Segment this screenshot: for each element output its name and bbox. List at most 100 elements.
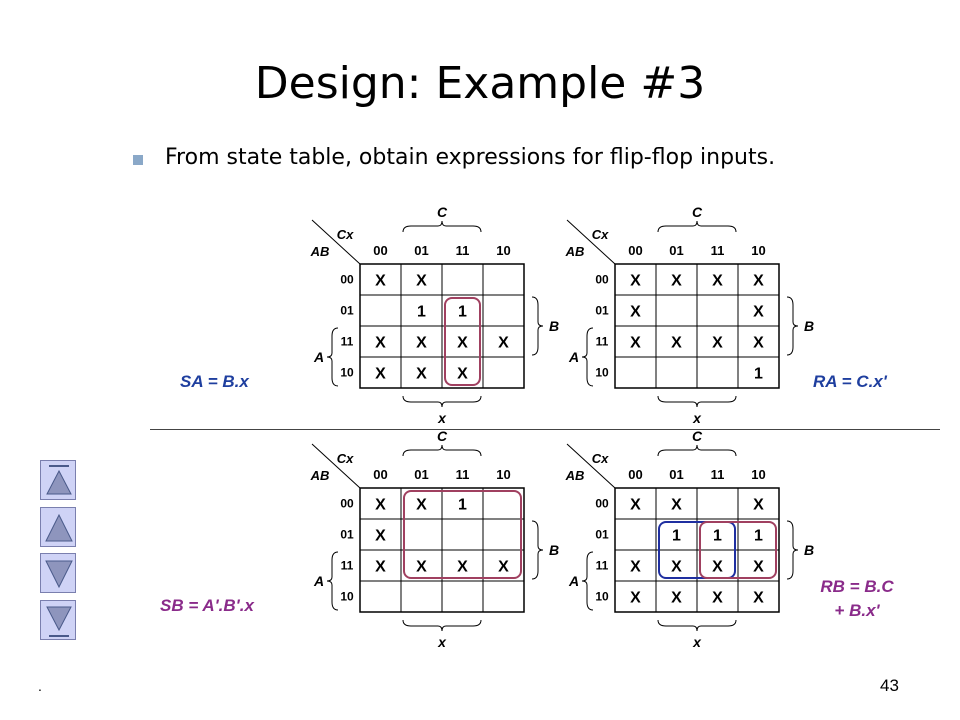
- kmap-col-header: 10: [751, 467, 765, 482]
- kmap-row-var-label: AB: [565, 468, 585, 483]
- kmap-group-outline: [658, 521, 736, 579]
- kmap-a-brace: [581, 551, 594, 611]
- kmap-row-header: 11: [596, 335, 609, 349]
- kmap-corner-diagonal: [311, 443, 361, 489]
- kmap-c-brace: [657, 444, 737, 457]
- kmap-a-brace: [326, 551, 339, 611]
- kmap-a-label: A: [313, 349, 324, 365]
- kmap-cell-value: X: [630, 335, 641, 352]
- page-number: 43: [880, 676, 899, 695]
- kmap-row-var-label: AB: [565, 244, 585, 259]
- kmap-row-header: 10: [340, 590, 354, 604]
- bullet-text: From state table, obtain expressions for…: [165, 145, 776, 170]
- first-slide-button[interactable]: [40, 460, 76, 500]
- kmap-b-brace: [786, 520, 799, 580]
- kmap-b-label: B: [804, 318, 814, 334]
- kmap-border: [359, 263, 525, 389]
- previous-slide-icon: [45, 513, 73, 542]
- kmap-row-header: 11: [341, 335, 354, 349]
- kmap-cell-value: X: [671, 590, 682, 607]
- kmap-c-brace: [657, 220, 737, 233]
- kmap-corner-diagonal: [311, 219, 361, 265]
- kmap-cell-value: X: [712, 590, 723, 607]
- kmap-cell-value: 1: [713, 528, 722, 545]
- equation-ra: RA = C.x': [813, 372, 887, 391]
- kmap-cell-value: X: [457, 559, 468, 576]
- kmap-row-header: 01: [595, 528, 609, 542]
- kmap-cell-value: X: [712, 559, 723, 576]
- last-slide-button[interactable]: [40, 600, 76, 640]
- kmap-row-header: 00: [595, 497, 609, 511]
- kmap-c-brace: [402, 220, 482, 233]
- kmap-group-outline: [444, 297, 481, 386]
- kmap-col-header: 11: [711, 243, 725, 258]
- kmap-col-header: 10: [751, 243, 765, 258]
- kmap-c-brace: [402, 444, 482, 457]
- kmap-x-label: x: [437, 634, 447, 650]
- kmap-b-label: B: [804, 542, 814, 558]
- kmap-cell-value: X: [416, 559, 427, 576]
- kmap-cell-value: X: [457, 366, 468, 383]
- kmap-cell-value: X: [671, 273, 682, 290]
- kmap-cell-value: X: [375, 497, 386, 514]
- kmap-cell-value: 1: [417, 304, 426, 321]
- previous-slide-button[interactable]: [40, 507, 76, 547]
- kmap-x-label: x: [692, 634, 702, 650]
- kmap-cell-value: X: [753, 335, 764, 352]
- kmap-col-header: 01: [414, 243, 428, 258]
- kmap-a-label: A: [313, 573, 324, 589]
- next-slide-button[interactable]: [40, 553, 76, 593]
- equation-sa: SA = B.x: [180, 372, 249, 391]
- kmap-border: [359, 487, 525, 613]
- kmap-cell-value: 1: [458, 304, 467, 321]
- kmap-cell-value: X: [498, 559, 509, 576]
- kmap-cell-value: X: [671, 335, 682, 352]
- kmap-col-header: 11: [456, 467, 470, 482]
- kmap-cell-value: X: [630, 590, 641, 607]
- kmap-row-header: 11: [341, 559, 354, 573]
- kmap-row-header: 01: [340, 304, 354, 318]
- kmap-cell-value: X: [712, 335, 723, 352]
- kmap-col-header: 00: [373, 243, 387, 258]
- kmap-border: [614, 263, 780, 389]
- kmap-row-header: 10: [595, 590, 609, 604]
- kmap-row-header: 01: [595, 304, 609, 318]
- kmap-row-header: 10: [595, 366, 609, 380]
- kmap-row-header: 00: [595, 273, 609, 287]
- kmap-c-label: C: [692, 428, 703, 444]
- kmap-b-brace: [531, 520, 544, 580]
- kmap-row-header: 10: [340, 366, 354, 380]
- kmap-cell-value: X: [712, 273, 723, 290]
- kmap-a-brace: [326, 327, 339, 387]
- kmap-col-header: 01: [669, 243, 683, 258]
- kmap-cell-value: X: [375, 335, 386, 352]
- equation-rb-line1: RB = B.C: [820, 577, 894, 596]
- kmap-corner-diagonal: [566, 443, 616, 489]
- kmap-col-var-label: Cx: [592, 227, 609, 242]
- kmap-cell-value: X: [498, 335, 509, 352]
- section-divider: [150, 429, 940, 430]
- kmap-a-label: A: [568, 573, 579, 589]
- kmap-cell-value: X: [375, 528, 386, 545]
- kmap-col-header: 10: [496, 243, 510, 258]
- kmap-cell-value: X: [375, 559, 386, 576]
- kmap-col-header: 00: [628, 467, 642, 482]
- kmap-b-label: B: [549, 542, 559, 558]
- first-slide-icon: [46, 465, 72, 495]
- kmap-cell-value: X: [416, 273, 427, 290]
- kmap-cell-value: X: [753, 304, 764, 321]
- kmap-cell-value: X: [630, 273, 641, 290]
- kmap-x-brace: [657, 395, 737, 408]
- kmap-cell-value: X: [753, 497, 764, 514]
- kmap-cell-value: X: [630, 304, 641, 321]
- kmap-cell-value: X: [375, 366, 386, 383]
- kmap-cell-value: X: [416, 497, 427, 514]
- kmap-c-label: C: [437, 204, 448, 220]
- kmap-b-brace: [786, 296, 799, 356]
- kmap-x-label: x: [437, 410, 447, 426]
- kmap-col-var-label: Cx: [337, 227, 354, 242]
- kmap-row-header: 00: [340, 273, 354, 287]
- kmap-cell-value: X: [375, 273, 386, 290]
- kmap-cell-value: X: [416, 366, 427, 383]
- last-slide-icon: [46, 606, 72, 637]
